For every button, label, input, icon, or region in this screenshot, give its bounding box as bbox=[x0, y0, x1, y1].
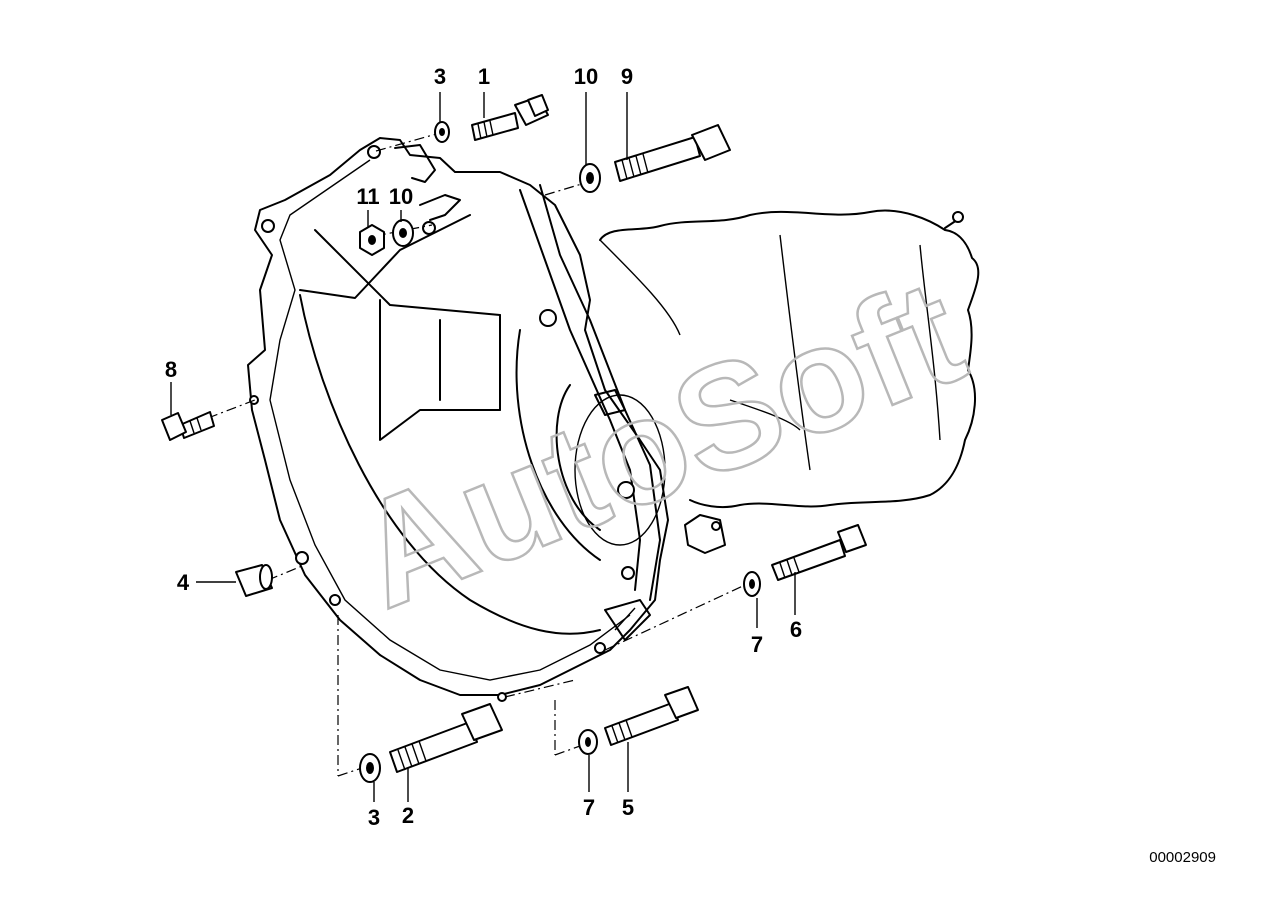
callout-7-bottom: 7 bbox=[583, 795, 595, 820]
washer-part-10-mid bbox=[392, 219, 414, 247]
washer-part-3-top bbox=[434, 121, 450, 143]
callout-7-right: 7 bbox=[751, 632, 763, 657]
bolt-part-9 bbox=[614, 124, 731, 182]
alignment-lines bbox=[207, 132, 746, 777]
callout-9: 9 bbox=[621, 64, 633, 89]
washer-part-7-bottom bbox=[578, 729, 598, 755]
callout-3-top: 3 bbox=[434, 64, 446, 89]
washer-part-10-top bbox=[579, 163, 601, 193]
callout-5: 5 bbox=[622, 795, 634, 820]
callout-10-mid: 10 bbox=[389, 184, 413, 209]
callout-3-bottom: 3 bbox=[368, 805, 380, 830]
document-number: 00002909 bbox=[1149, 849, 1216, 866]
washer-part-7-right bbox=[743, 571, 761, 597]
callout-2: 2 bbox=[402, 803, 414, 828]
watermark: AutoSoft bbox=[334, 247, 984, 640]
transmission-body bbox=[599, 209, 980, 554]
callout-4: 4 bbox=[177, 570, 190, 595]
callout-1: 1 bbox=[478, 64, 490, 89]
callout-6: 6 bbox=[790, 617, 802, 642]
bell-housing bbox=[247, 137, 669, 702]
bolt-part-5 bbox=[604, 686, 699, 746]
washer-part-3-bottom bbox=[359, 753, 381, 783]
sleeve-part-4 bbox=[235, 564, 273, 597]
callout-labels: 1 3 10 9 11 10 8 4 7 6 3 2 7 5 bbox=[165, 64, 802, 830]
bolt-part-2 bbox=[389, 703, 503, 773]
nut-part-11 bbox=[359, 224, 385, 256]
callout-10-top: 10 bbox=[574, 64, 598, 89]
leader-lines bbox=[170, 92, 796, 802]
callout-11: 11 bbox=[356, 184, 379, 209]
bolt-part-6 bbox=[771, 524, 867, 581]
bolt-part-8 bbox=[161, 411, 215, 441]
bolt-part-1 bbox=[471, 94, 549, 141]
callout-8: 8 bbox=[165, 357, 177, 382]
